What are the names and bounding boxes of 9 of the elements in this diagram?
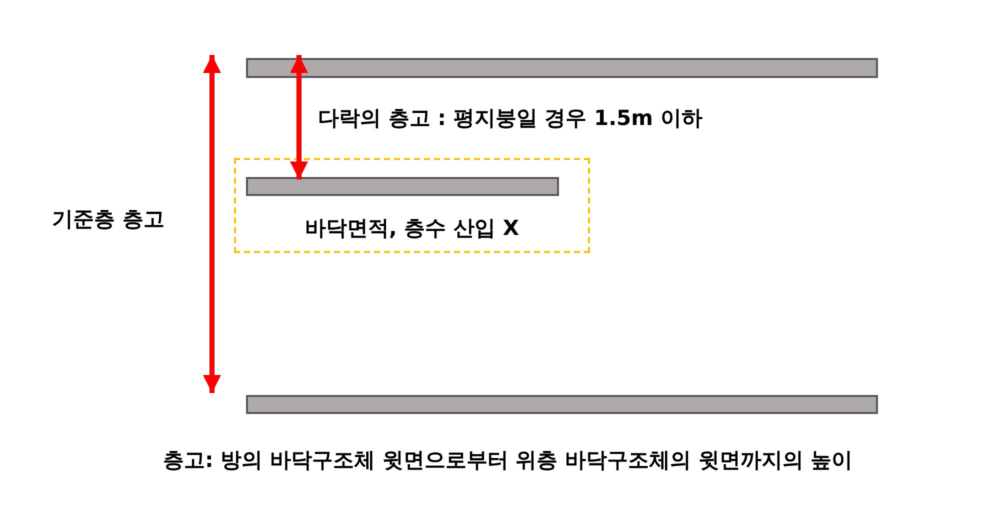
note-text: 층고: 방의 바닥구조체 윗면으로부터 위층 바닥구조체의 윗면까지의 높이: [163, 447, 853, 473]
floor-slab: [246, 58, 878, 78]
box-text: 바닥면적, 층수 산입 X: [304, 215, 520, 241]
dimension-label: 기준층 층고: [52, 206, 164, 232]
dashed-frame: [234, 158, 590, 253]
arrow: [290, 55, 308, 180]
dimension-label: 다락의 층고 : 평지붕일 경우 1.5m 이하: [318, 105, 702, 131]
floor-slab: [246, 176, 558, 196]
floor-slab: [246, 395, 878, 414]
